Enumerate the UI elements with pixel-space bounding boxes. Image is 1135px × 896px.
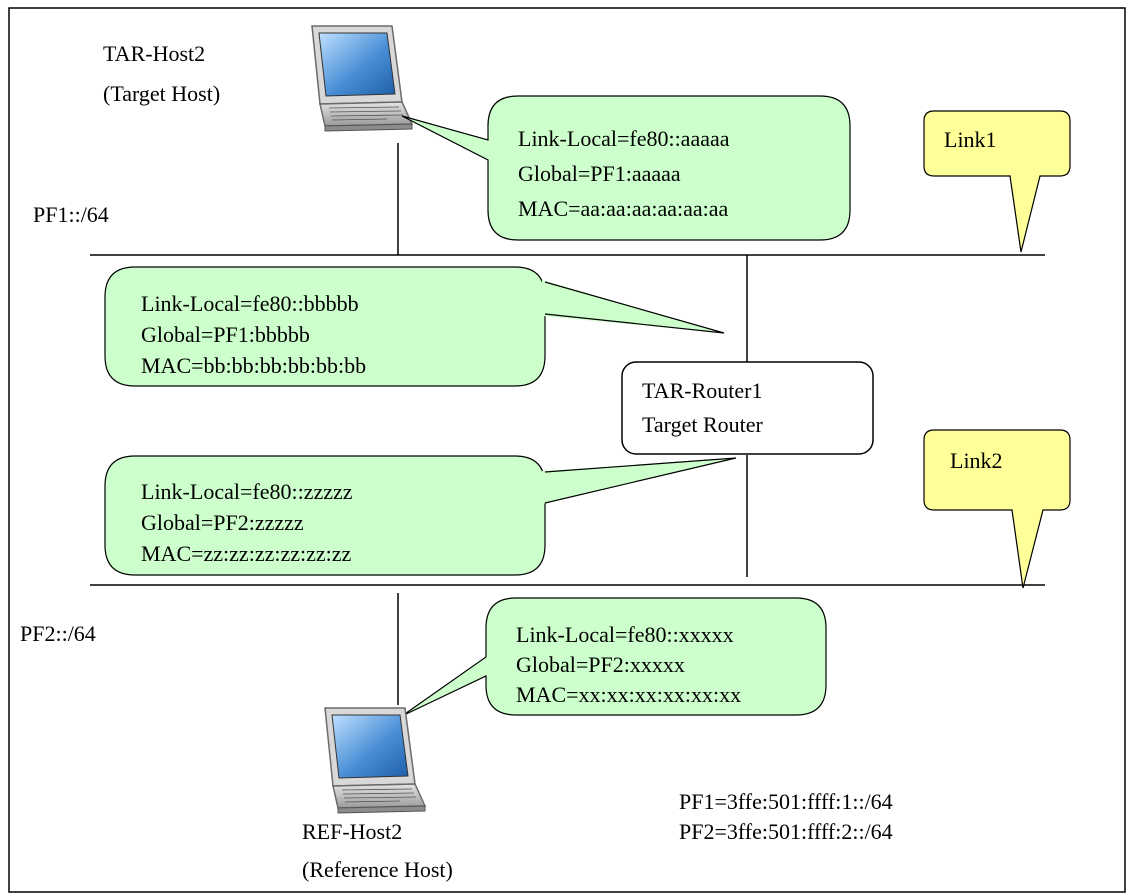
ref-host-global: Global=PF2:xxxxx [516,652,685,677]
laptop-icon [311,25,413,132]
pf2-definition: PF2=3ffe:501:ffff:2::/64 [679,819,893,844]
link2-label-callout [923,429,1071,589]
ref-host-mac: MAC=xx:xx:xx:xx:xx:xx [516,682,741,707]
link1-label-callout [923,110,1071,253]
link1-label: Link1 [944,127,997,152]
tar-host-address-callout [401,95,851,241]
laptop-icon [324,707,426,814]
ref-host-name: REF-Host2 [302,819,402,844]
router-link2-mac: MAC=zz:zz:zz:zz:zz:zz [141,541,352,566]
target-router-box [621,361,874,455]
pf1-definition: PF1=3ffe:501:ffff:1::/64 [679,789,893,814]
router-link2-global: Global=PF2:zzzzz [141,510,304,535]
ref-host-role: (Reference Host) [302,857,453,882]
router-link1-address-callout [104,266,546,387]
diagram-frame [8,7,1126,893]
tar-host-link-local: Link-Local=fe80::aaaaa [518,126,730,151]
router-link2-address-callout [104,455,546,576]
tar-host-name: TAR-Host2 [103,41,205,66]
tar-host-role: (Target Host) [103,81,220,106]
router-link1-link-local: Link-Local=fe80::bbbbb [141,291,359,316]
router-link2-link-local: Link-Local=fe80::zzzzz [141,479,353,504]
ref-host-link-local: Link-Local=fe80::xxxxx [516,622,734,647]
link2-prefix: PF2::/64 [20,621,96,646]
ref-host-address-callout [401,597,827,717]
tar-host-global: Global=PF1:aaaaa [518,161,681,186]
link1-prefix: PF1::/64 [33,202,109,227]
router-link1-mac: MAC=bb:bb:bb:bb:bb:bb [141,353,366,378]
router-link1-global: Global=PF1:bbbbb [141,322,310,347]
router-role: Target Router [642,412,764,437]
link2-label: Link2 [950,448,1003,473]
router-name: TAR-Router1 [642,378,762,403]
tar-host-mac: MAC=aa:aa:aa:aa:aa:aa [518,196,729,221]
